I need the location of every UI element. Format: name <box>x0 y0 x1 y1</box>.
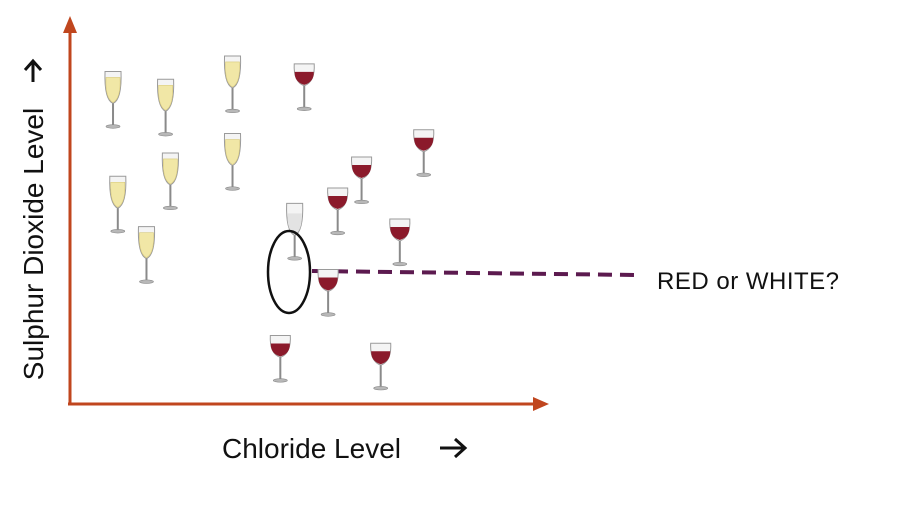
red-wine-glass-icon-3 <box>351 156 373 205</box>
right-arrow-icon <box>440 437 468 459</box>
y-axis-label-group: Sulphur Dioxide Level <box>18 58 49 380</box>
white-wine-glass-icon-3 <box>223 55 242 114</box>
red-wine-glass-icon-6 <box>317 268 339 317</box>
y-axis-label: Sulphur Dioxide Level <box>18 108 49 380</box>
red-wine-glass-icon-7 <box>269 334 291 383</box>
white-wine-glass-icon-7 <box>137 226 156 284</box>
red-wine-glass-icon-8 <box>370 342 392 391</box>
y-axis-arrowhead <box>63 16 77 33</box>
x-axis-label: Chloride Level <box>222 433 401 464</box>
unknown-sample-highlight <box>266 229 312 315</box>
white-wine-glass-icon-5 <box>161 152 179 211</box>
white-wine-glass-icon-4 <box>223 133 242 191</box>
white-wine-glass-icon-6 <box>109 175 127 234</box>
axes <box>63 16 549 411</box>
query-dashed-line <box>311 269 637 277</box>
x-axis-arrowhead <box>533 397 549 411</box>
wine-glasses <box>104 55 435 391</box>
up-arrow-icon <box>23 58 43 82</box>
question-label: RED or WHITE? <box>657 268 840 295</box>
red-wine-glass-icon-5 <box>389 218 411 267</box>
red-wine-glass-icon-4 <box>413 129 435 177</box>
white-wine-glass-icon-2 <box>157 78 175 137</box>
red-wine-glass-icon-2 <box>327 187 349 236</box>
red-wine-glass-icon-1 <box>293 63 315 111</box>
white-wine-glass-icon-1 <box>104 70 122 129</box>
empty-wine-glass-icon <box>286 202 304 261</box>
